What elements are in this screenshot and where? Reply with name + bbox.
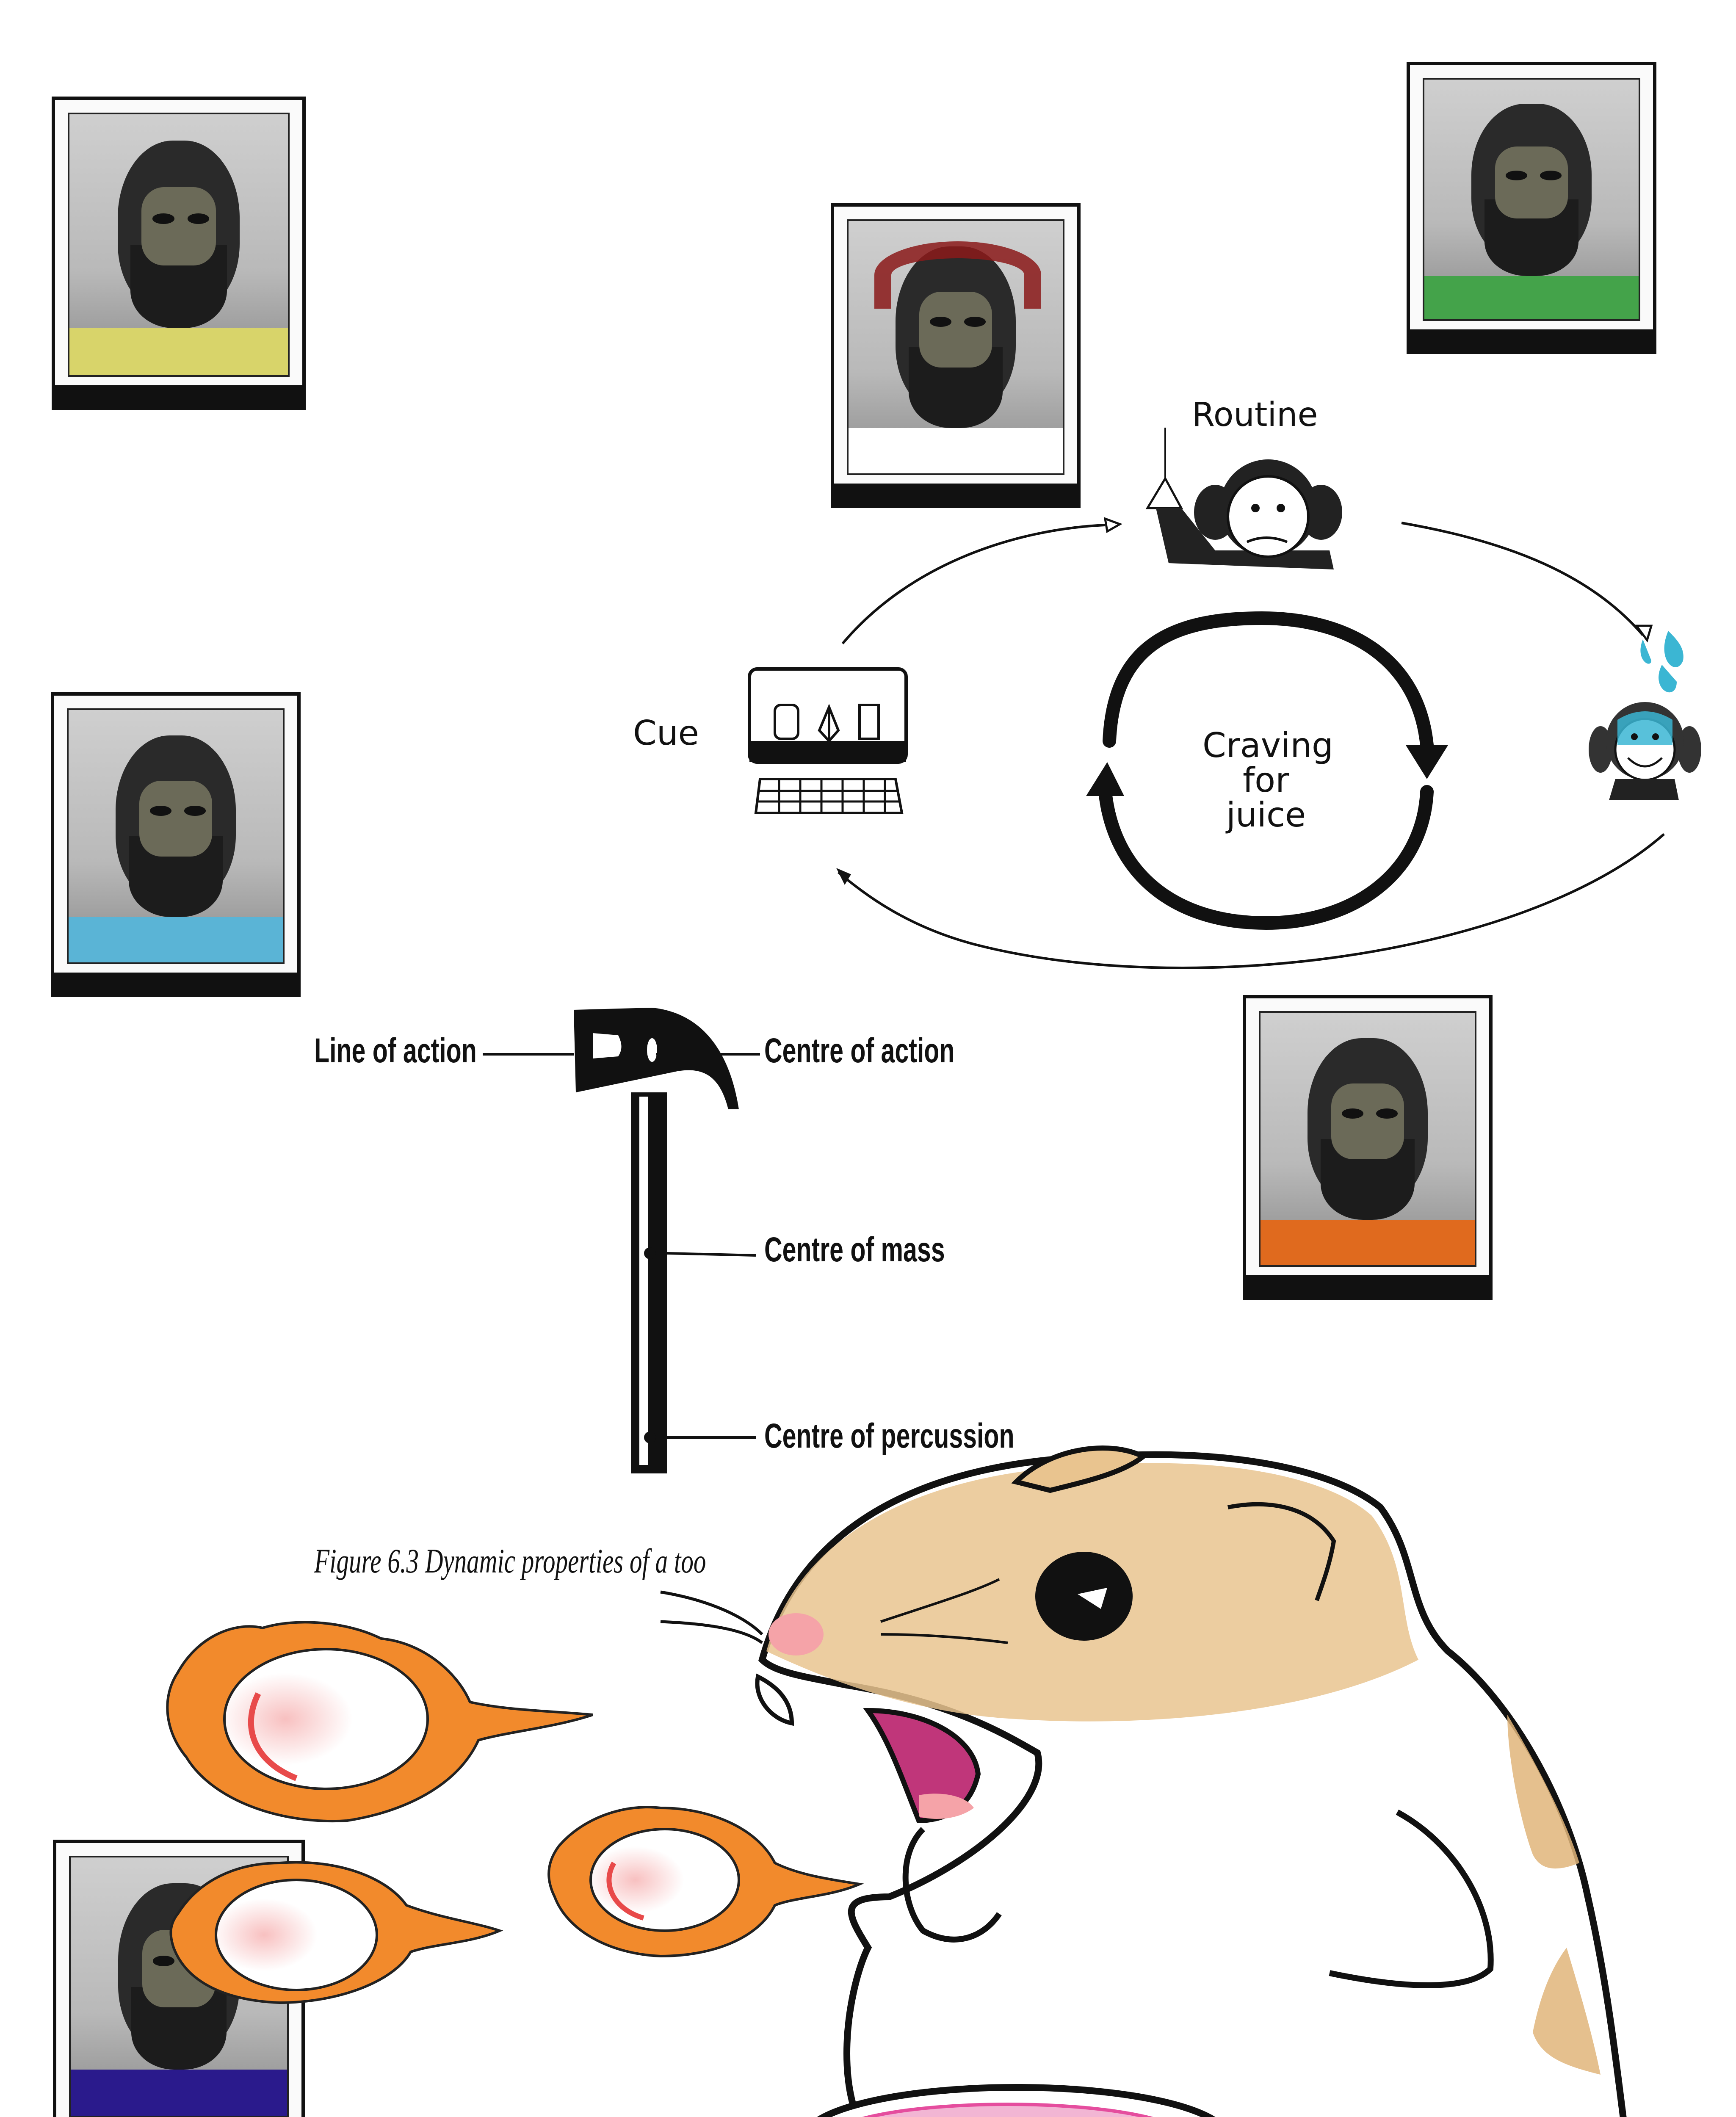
portrait-photo xyxy=(51,692,301,997)
centre-of-mass-leader xyxy=(666,1252,756,1257)
fireball-3-icon xyxy=(169,1861,503,2004)
craving-label: Craving for juice xyxy=(1202,726,1333,835)
portrait-photo xyxy=(1243,995,1493,1300)
face xyxy=(139,780,212,857)
photo-image xyxy=(847,219,1064,475)
portrait-photo xyxy=(52,97,306,410)
shirt xyxy=(1424,276,1639,319)
arrow-head-icon xyxy=(1103,517,1122,533)
shirt xyxy=(71,2070,287,2116)
eye-right xyxy=(187,213,210,224)
eye-left xyxy=(1342,1108,1363,1119)
fireball-1-icon xyxy=(166,1621,593,1823)
arrow-head-icon xyxy=(836,868,851,885)
eye-left xyxy=(152,213,174,224)
figure-caption-text: Figure 6.3 Dynamic properties of a too xyxy=(314,1542,706,1580)
centre-of-action-label: Centre of action xyxy=(764,1031,955,1070)
eye-left xyxy=(930,317,951,327)
line-of-action-label: Line of action xyxy=(314,1031,477,1070)
centre-of-percussion-label: Centre of percussion xyxy=(764,1417,1015,1455)
monkey-lever-icon xyxy=(1145,428,1342,569)
craving-loop-lower-arc xyxy=(1098,785,1434,930)
face xyxy=(1331,1083,1404,1159)
hammer-icon xyxy=(574,1008,739,1473)
shirt xyxy=(69,917,283,962)
arrow-cue-to-routine xyxy=(841,524,1106,644)
craving-label-line2: for juice xyxy=(1226,760,1306,835)
photo-image xyxy=(68,113,290,377)
fireball-2-icon xyxy=(547,1806,864,1958)
photo-image xyxy=(67,708,285,964)
craving-arrow-up-icon xyxy=(1086,762,1124,796)
face xyxy=(141,187,216,266)
arrow-routine-to-reward xyxy=(1401,522,1644,636)
eye-right xyxy=(1376,1108,1398,1119)
cue-label: Cue xyxy=(633,713,699,753)
hamster-icon xyxy=(660,1445,1627,2117)
monkey-reward-icon xyxy=(1589,631,1701,800)
photo-image xyxy=(1423,78,1640,321)
photo-frame-base xyxy=(1410,329,1653,351)
figure-caption: Figure 6.3 Dynamic properties of a too xyxy=(314,1541,706,1581)
eye-left xyxy=(153,1956,175,1966)
centre-of-mass-label: Centre of mass xyxy=(764,1230,945,1269)
craving-loop-upper-arc xyxy=(1103,611,1434,752)
face xyxy=(1495,146,1568,219)
computer-icon xyxy=(748,667,908,814)
photo-frame-base xyxy=(1246,1275,1489,1296)
portrait-photo xyxy=(1407,62,1656,354)
shirt xyxy=(849,428,1063,473)
shirt xyxy=(1261,1219,1475,1265)
photo-frame-base xyxy=(54,973,297,994)
photo-frame-base xyxy=(55,385,302,406)
shirt xyxy=(69,328,288,375)
eye-left xyxy=(150,806,171,816)
craving-label-line1: Craving xyxy=(1202,726,1333,765)
arrow-reward-to-cue xyxy=(838,833,1665,970)
craving-arrow-down-icon xyxy=(1406,745,1448,779)
eye-right xyxy=(184,806,206,816)
routine-label: Routine xyxy=(1192,396,1318,434)
eye-right xyxy=(1540,171,1562,180)
photo-frame-base xyxy=(834,484,1077,505)
portrait-photo xyxy=(831,203,1081,508)
arrow-head-icon xyxy=(1634,625,1653,643)
photo-image xyxy=(1259,1011,1476,1267)
eye-left xyxy=(1506,171,1527,180)
eye-right xyxy=(964,317,986,327)
